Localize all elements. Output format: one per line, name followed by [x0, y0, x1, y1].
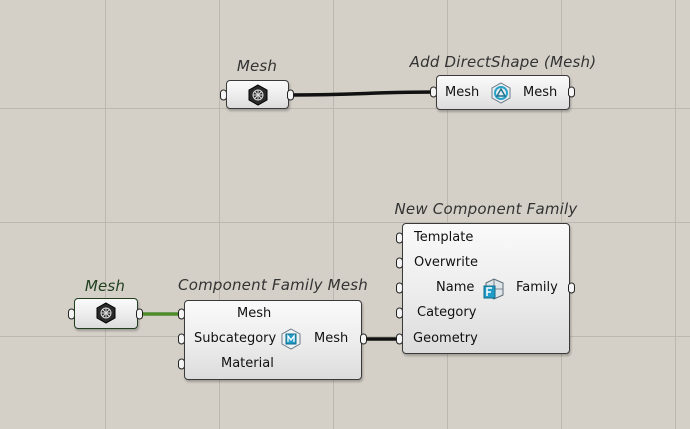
add-directshape-output-label: Mesh: [523, 85, 558, 100]
wire-mesh-to-directshape[interactable]: [290, 90, 437, 97]
family-input-geometry-label: Geometry: [413, 331, 478, 346]
family-mesh-input-mesh-label: Mesh: [237, 306, 272, 321]
add-directshape-input-label: Mesh: [445, 85, 480, 100]
family-input-template-label: Template: [414, 230, 474, 245]
family-mesh-output-grip[interactable]: [360, 333, 367, 345]
component-family-mesh-title: Component Family Mesh: [178, 276, 368, 294]
mesh-icon: [248, 84, 268, 106]
family-mesh-input-material-label: Material: [221, 356, 274, 371]
mesh-param-bottom-title: Mesh: [84, 277, 126, 295]
family-input-category-label: Category: [417, 305, 477, 320]
add-directshape-node[interactable]: Mesh Mesh: [436, 75, 570, 110]
mesh-param-top-output-grip[interactable]: [287, 89, 294, 101]
add-directshape-title: Add DirectShape (Mesh): [409, 53, 597, 71]
mesh-param-top-title: Mesh: [236, 57, 278, 75]
family-output-label: Family: [516, 280, 558, 295]
new-component-family-title: New Component Family: [394, 200, 578, 218]
mesh-icon: [96, 302, 116, 324]
family-mesh-output-label: Mesh: [314, 331, 349, 346]
mesh-param-bottom-node[interactable]: [74, 298, 138, 329]
component-family-mesh-node[interactable]: Mesh Subcategory Material Mesh: [184, 300, 362, 380]
family-input-overwrite-label: Overwrite: [414, 255, 478, 270]
new-component-family-node[interactable]: Template Overwrite Name Category Geometr…: [402, 223, 570, 354]
mesh-param-top-node[interactable]: [226, 80, 289, 109]
family-mesh-input-subcategory-label: Subcategory: [194, 331, 277, 346]
family-mesh-icon: [281, 328, 301, 350]
directshape-icon: [491, 82, 511, 104]
family-output-grip[interactable]: [568, 282, 575, 294]
mesh-param-bottom-output-grip[interactable]: [136, 308, 143, 320]
family-input-name-label: Name: [436, 280, 475, 295]
add-directshape-output-grip[interactable]: [568, 86, 575, 98]
family-icon: [483, 278, 504, 300]
